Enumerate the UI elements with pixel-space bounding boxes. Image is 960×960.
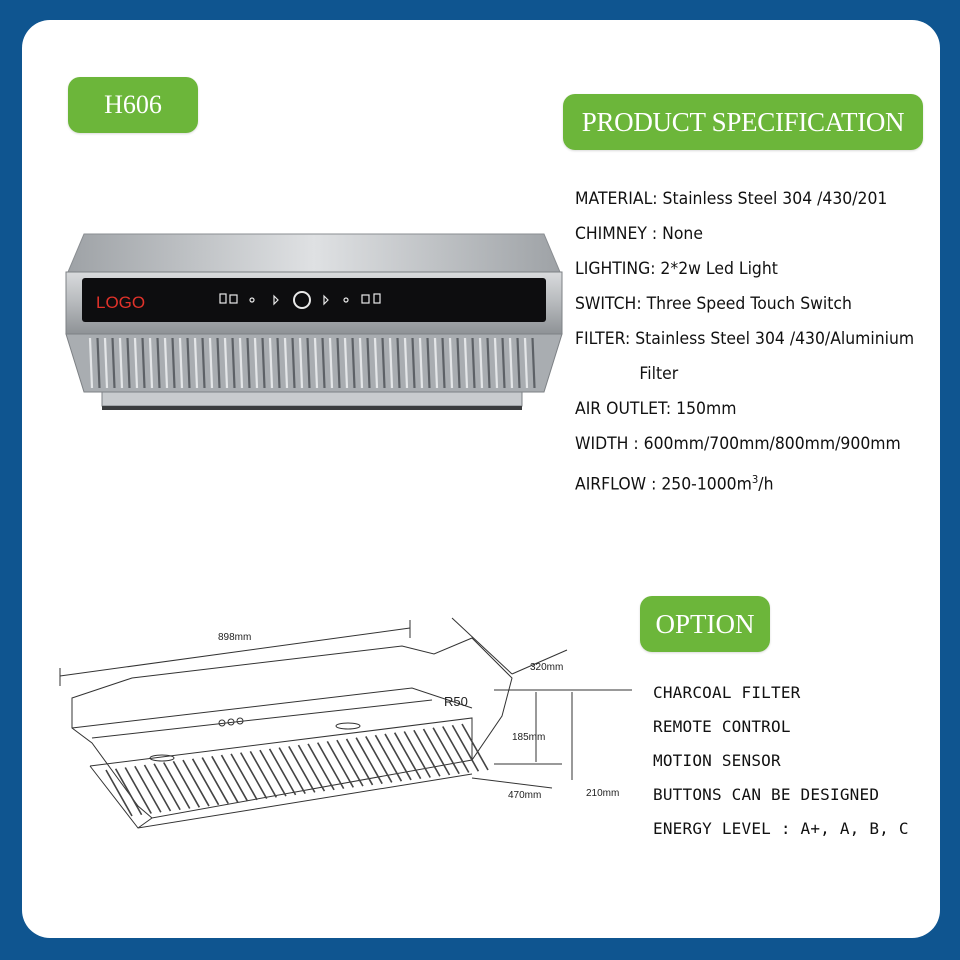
option-charcoal-filter: CHARCOAL FILTER: [653, 683, 801, 702]
option-energy-level: ENERGY LEVEL : A+, A, B, C: [653, 819, 909, 838]
spec-air-outlet: AIR OUTLET: 150mm: [575, 399, 737, 419]
spec-list: MATERIAL: Stainless Steel 304 /430/201 C…: [575, 182, 940, 497]
spec-switch: SWITCH: Three Speed Touch Switch: [575, 294, 852, 314]
spec-chimney: CHIMNEY : None: [575, 224, 703, 244]
option-list: CHARCOAL FILTER REMOTE CONTROL MOTION SE…: [653, 676, 909, 846]
spec-airflow-sup: 3: [751, 473, 759, 486]
option-custom-buttons: BUTTONS CAN BE DESIGNED: [653, 785, 880, 804]
spec-airflow-unit: /h: [758, 474, 774, 495]
spec-material: MATERIAL: Stainless Steel 304 /430/201: [575, 189, 888, 209]
spec-lighting: LIGHTING: 2*2w Led Light: [575, 259, 778, 279]
drawing-filter-slats: [105, 723, 489, 817]
dimension-drawing: 898mm 320mm R50 185mm 470mm 210mm: [59, 617, 632, 829]
spec-header: PRODUCT SPECIFICATION: [563, 94, 923, 150]
control-panel: [82, 278, 546, 322]
radius-label: R50: [444, 694, 468, 709]
product-card: H606 PRODUCT SPECIFICATION MATERIAL: Sta…: [22, 20, 940, 938]
front-dimension-label: 470mm: [508, 790, 541, 801]
spec-width: WIDTH : 600mm/700mm/800mm/900mm: [575, 434, 901, 454]
logo-text: LOGO: [96, 293, 145, 312]
touch-buttons: [219, 291, 381, 309]
option-header: OPTION: [640, 596, 770, 652]
spec-filter: FILTER: Stainless Steel 304 /430/Alumini…: [575, 329, 915, 349]
spec-airflow: AIRFLOW : 250-1000m3/h: [575, 462, 914, 497]
option-remote-control: REMOTE CONTROL: [653, 717, 791, 736]
spec-filter-cont: Filter: [639, 364, 679, 384]
model-badge: H606: [68, 77, 198, 133]
height-dimension-label: 185mm: [512, 732, 545, 743]
depth-dimension-label: 320mm: [530, 662, 563, 673]
total-dimension-label: 210mm: [586, 788, 619, 799]
width-dimension-label: 898mm: [218, 632, 251, 643]
range-hood-photo: LOGO: [65, 233, 563, 410]
filter-slats: [88, 337, 536, 389]
option-motion-sensor: MOTION SENSOR: [653, 751, 781, 770]
spec-airflow-main: AIRFLOW : 250-1000m: [575, 474, 752, 495]
